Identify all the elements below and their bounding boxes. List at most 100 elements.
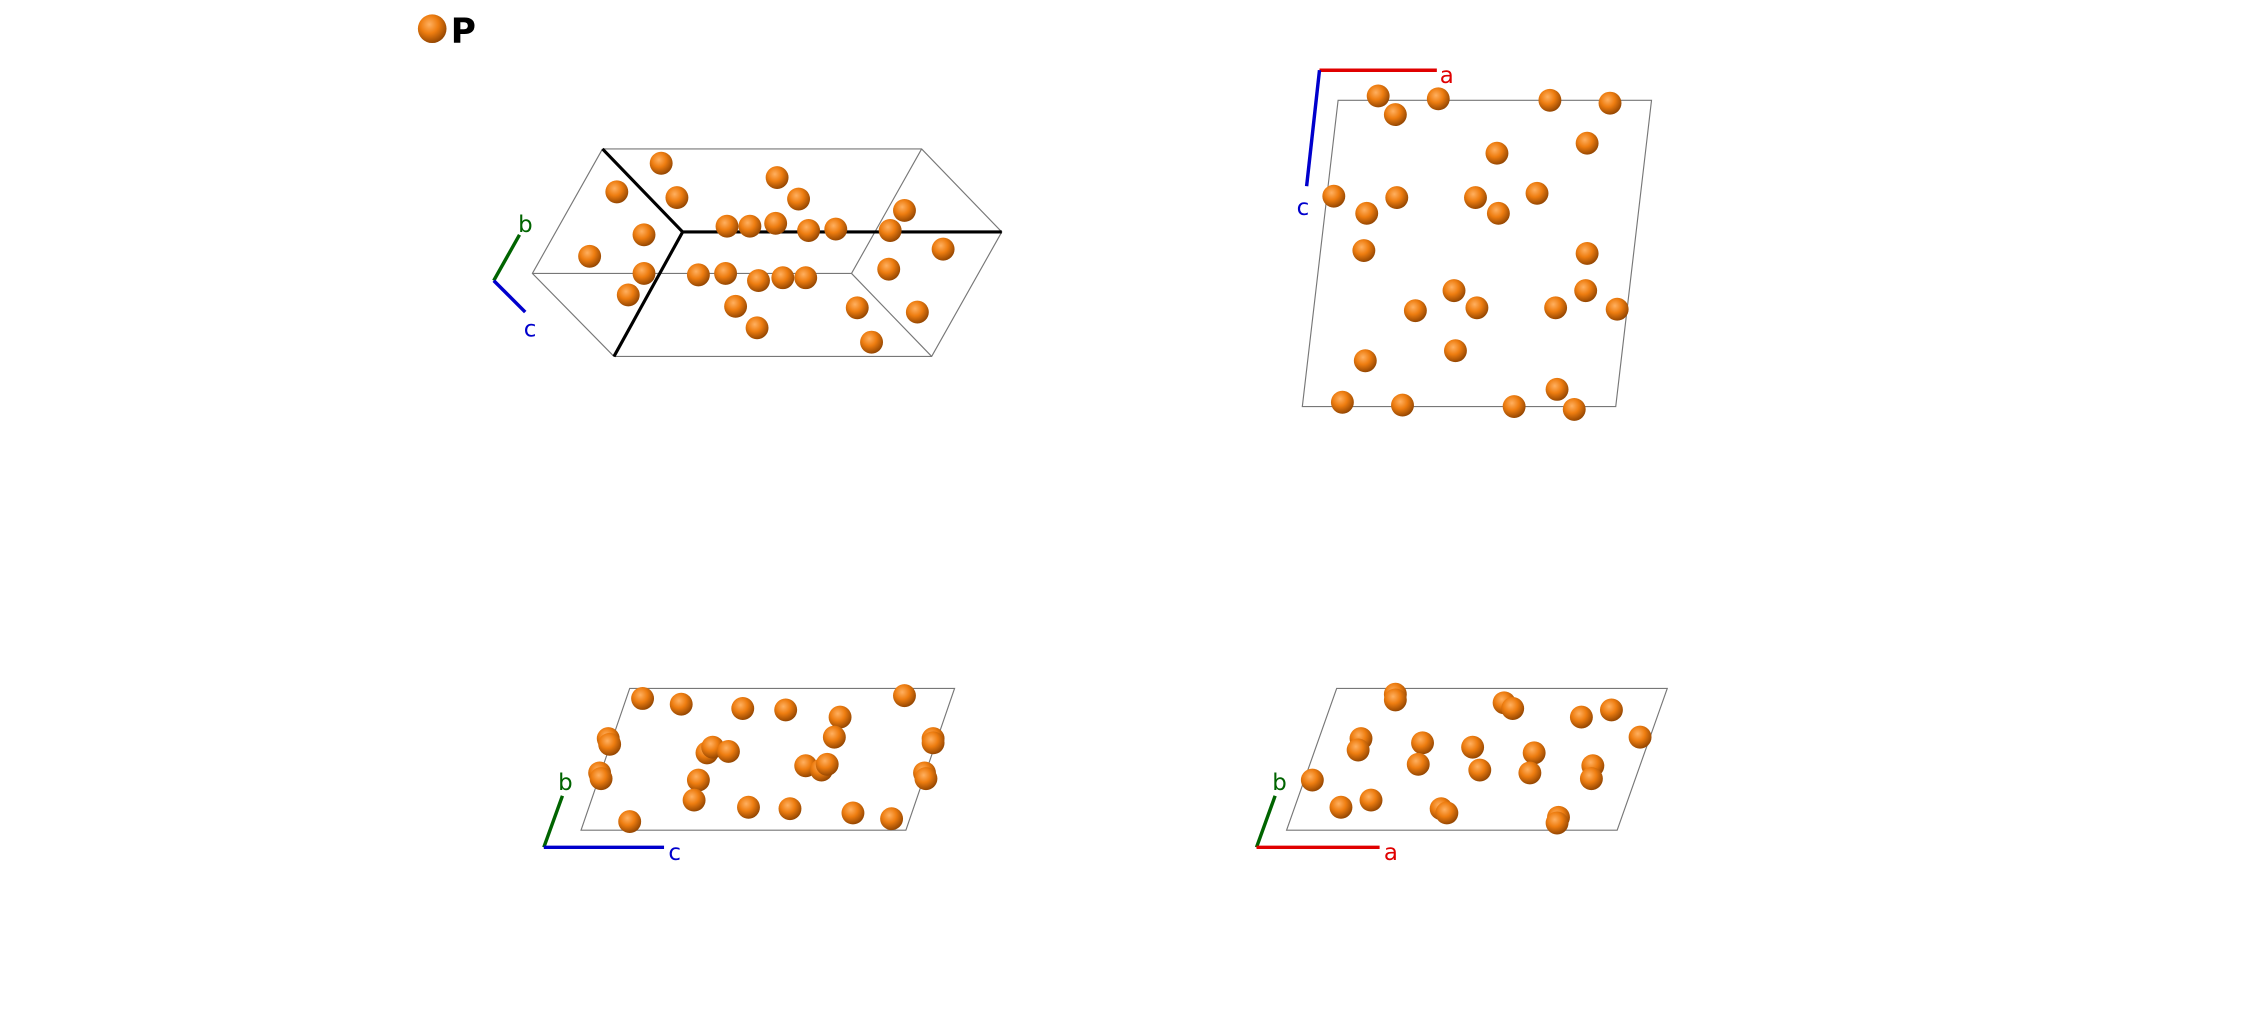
phosphorus-atom	[893, 199, 916, 222]
axis-label-a: a	[1440, 63, 1454, 89]
phosphorus-atom	[1330, 390, 1354, 414]
unit-cell-front-edge	[612, 231, 685, 358]
phosphorus-atom	[1538, 88, 1562, 112]
axis-b	[1254, 795, 1277, 848]
phosphorus-atom	[1468, 758, 1492, 782]
axis-c	[492, 279, 527, 314]
phosphorus-atom	[631, 687, 655, 710]
view-perspective: b c	[492, 147, 1003, 358]
phosphorus-atom	[822, 725, 846, 749]
phosphorus-atom	[731, 697, 755, 720]
phosphorus-atom	[1464, 186, 1487, 210]
phosphorus-atom	[1501, 697, 1525, 720]
phosphorus-atom	[598, 732, 622, 756]
phosphorus-atom	[589, 767, 613, 791]
phosphorus-atom	[1346, 738, 1370, 762]
phosphorus-atom	[1435, 801, 1459, 825]
axis-label-c: c	[668, 840, 681, 866]
phosphorus-atom	[905, 300, 929, 324]
phosphorus-atom	[1525, 181, 1549, 205]
phosphorus-atom	[747, 269, 770, 293]
phosphorus-atom	[771, 266, 795, 290]
phosphorus-atom	[1300, 768, 1324, 792]
phosphorus-atom	[778, 797, 802, 821]
axis-label-a: a	[1384, 840, 1398, 866]
phosphorus-atom	[714, 261, 738, 285]
phosphorus-atom	[878, 219, 902, 242]
phosphorus-atom	[1522, 741, 1546, 765]
phosphorus-atom	[1599, 698, 1623, 722]
phosphorus-atom	[1545, 811, 1569, 835]
phosphorus-atom	[1545, 377, 1569, 401]
phosphorus-atom	[1352, 239, 1376, 262]
axis-label-c: c	[1297, 195, 1310, 221]
phosphorus-atom	[877, 257, 901, 281]
phosphorus-atom	[1486, 201, 1510, 225]
phosphorus-atom	[716, 739, 740, 763]
legend-element-label: P	[451, 12, 476, 52]
phosphorus-atom	[1605, 297, 1629, 321]
phosphorus-atom	[1355, 201, 1379, 225]
phosphorus-atom	[1628, 725, 1652, 749]
phosphorus-atom	[1544, 296, 1568, 320]
phosphorus-atom	[914, 767, 938, 791]
view-along-a: b c	[542, 684, 956, 866]
phosphorus-atom	[1518, 761, 1542, 785]
phosphorus-atom	[841, 801, 865, 825]
view-along-b: a c	[1297, 63, 1653, 421]
phosphorus-atom	[618, 810, 642, 834]
phosphorus-atom	[632, 261, 656, 285]
phosphorus-atom	[1366, 84, 1390, 108]
phosphorus-atom	[737, 795, 760, 819]
phosphorus-atom	[1329, 795, 1353, 819]
axis-label-b: b	[1272, 770, 1287, 796]
phosphorus-atom	[1383, 103, 1407, 127]
phosphorus-atom	[931, 237, 955, 261]
phosphorus-atom	[715, 214, 739, 238]
phosphorus-atom	[632, 223, 656, 247]
phosphorus-atom	[686, 768, 710, 792]
phosphorus-atom	[815, 752, 839, 776]
unit-cell	[580, 687, 956, 831]
phosphorus-atom	[665, 186, 689, 210]
phosphorus-atom	[1579, 767, 1603, 791]
phosphorus-atom	[682, 788, 706, 812]
phosphorus-atom	[605, 180, 629, 204]
phosphorus-atom	[1598, 91, 1622, 115]
axis-b	[492, 233, 521, 282]
phosphorus-atom	[724, 294, 748, 318]
axis-b	[542, 795, 565, 848]
phosphorus-atom	[616, 283, 640, 307]
phosphorus-atom	[774, 698, 798, 722]
atoms	[1322, 84, 1629, 421]
phosphorus-atom	[649, 151, 673, 175]
phosphorus-atom	[1353, 349, 1377, 373]
phosphorus-atom	[1411, 731, 1434, 755]
phosphorus-atom	[787, 187, 811, 211]
phosphorus-atom	[1485, 141, 1509, 165]
phosphorus-atom	[824, 217, 848, 241]
atoms	[588, 684, 945, 834]
phosphorus-atom	[669, 692, 693, 716]
axis-label-b: b	[518, 212, 533, 238]
phosphorus-atom	[1502, 395, 1526, 418]
phosphorus-atom	[828, 705, 852, 729]
unit-cell-edge	[851, 273, 933, 357]
atoms	[578, 151, 955, 354]
legend-atom-icon	[417, 14, 447, 44]
legend: P	[417, 12, 476, 52]
axis-label-c: c	[524, 316, 537, 342]
phosphorus-atom	[1569, 705, 1593, 729]
view-along-c: b a	[1254, 682, 1669, 866]
phosphorus-atom	[1406, 752, 1430, 776]
phosphorus-atom	[1426, 87, 1450, 111]
phosphorus-atom	[921, 731, 945, 755]
phosphorus-atom	[1391, 393, 1414, 417]
phosphorus-atom	[1461, 735, 1485, 759]
phosphorus-atom	[794, 266, 818, 290]
axis-c	[1304, 70, 1322, 187]
phosphorus-atom	[1383, 688, 1407, 712]
phosphorus-atom	[1465, 296, 1489, 320]
phosphorus-atom	[1403, 299, 1427, 323]
